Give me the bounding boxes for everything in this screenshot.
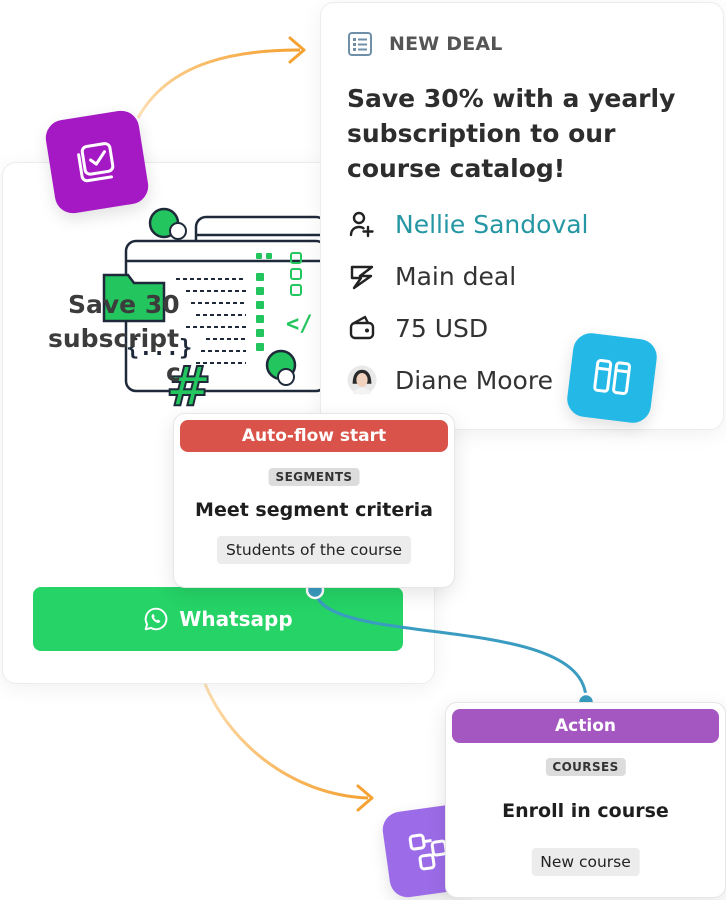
deal-amount-row: 75 USD: [347, 313, 488, 343]
avatar: [347, 365, 377, 395]
deal-owner-row: Diane Moore: [347, 365, 553, 395]
svg-text:{...}: {...}: [126, 336, 192, 361]
autoflow-tag: SEGMENTS: [268, 468, 360, 486]
svg-text:#: #: [166, 355, 211, 415]
svg-text:</: </: [286, 312, 313, 337]
whatsapp-button[interactable]: Whatsapp: [33, 587, 403, 651]
deal-contact-row: Nellie Sandoval: [347, 209, 589, 239]
columns-tile: [565, 331, 659, 425]
action-title: Enroll in course: [502, 800, 669, 822]
autoflow-card[interactable]: Auto-flow start SEGMENTS Meet segment cr…: [173, 413, 455, 588]
lightning-icon: [347, 261, 377, 291]
person-plus-icon: [347, 209, 377, 239]
whatsapp-button-label: Whatsapp: [179, 607, 293, 631]
action-chip[interactable]: New course: [531, 848, 640, 876]
autoflow-header: Auto-flow start: [180, 420, 448, 452]
title-line-1: Save 30: [68, 290, 180, 319]
deal-header: NEW DEAL: [347, 31, 503, 57]
action-tag: COURSES: [545, 758, 626, 776]
checklist-icon: [77, 142, 115, 183]
autoflow-title: Meet segment criteria: [195, 499, 433, 521]
code-illustration: </ {...} #: [102, 207, 326, 415]
title-line-3: c: [166, 358, 181, 387]
deal-title: Save 30% with a yearly subscription to o…: [347, 84, 676, 183]
wallet-icon: [347, 313, 377, 343]
deal-contact-link[interactable]: Nellie Sandoval: [395, 209, 589, 239]
list-icon: [348, 32, 372, 56]
deal-header-label: NEW DEAL: [389, 33, 503, 55]
checkbox-tile: [43, 108, 151, 216]
arrow-bottom: [200, 675, 369, 800]
deal-amount: 75 USD: [395, 313, 489, 343]
deal-pipeline: Main deal: [395, 261, 517, 291]
columns-icon: [593, 359, 631, 396]
arrow-top: [136, 48, 301, 119]
autoflow-chip[interactable]: Students of the course: [216, 536, 412, 564]
whatsapp-icon: [145, 607, 168, 631]
deal-pipeline-row: Main deal: [347, 261, 516, 291]
action-header: Action: [452, 709, 719, 743]
action-card[interactable]: Action COURSES Enroll in course New cour…: [445, 702, 726, 898]
title-line-2: subscript: [48, 324, 180, 353]
deal-owner: Diane Moore: [395, 365, 553, 395]
